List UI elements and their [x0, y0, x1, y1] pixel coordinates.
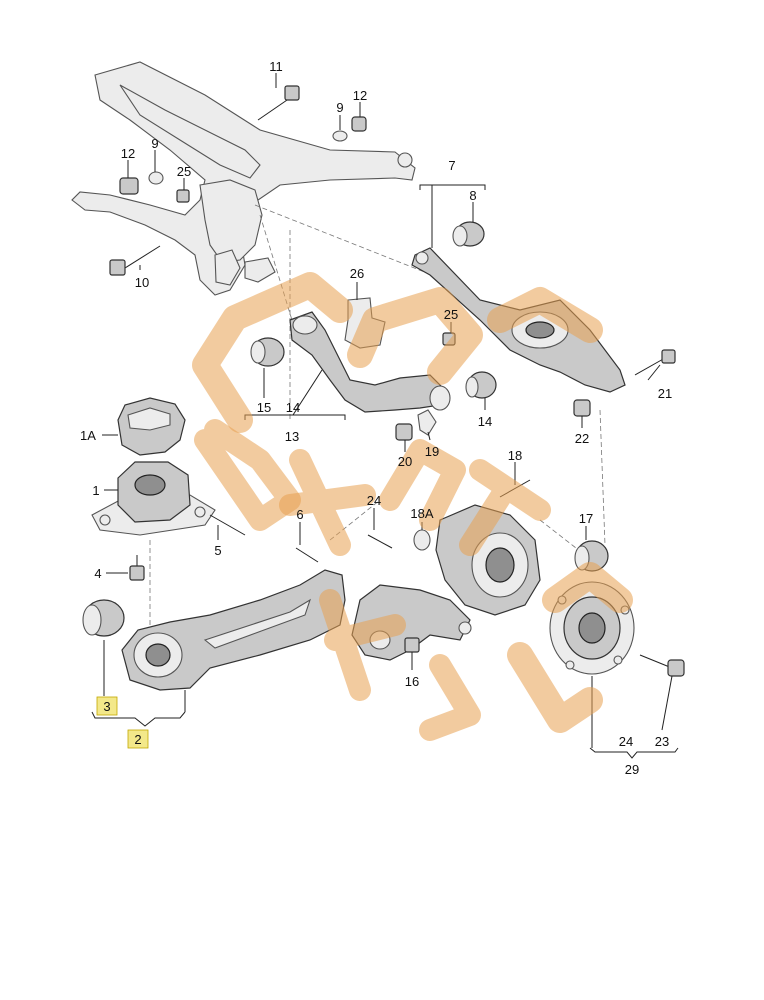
wheel-bearing-housing: [435, 504, 541, 616]
trailing-arm-2: [121, 569, 346, 691]
nut-20: [395, 423, 413, 441]
callout-29: 29: [625, 762, 639, 777]
nut-22: [573, 399, 591, 417]
callout-14-right: 14: [478, 414, 492, 429]
subframe: [71, 61, 416, 296]
seal-18A: [413, 529, 431, 551]
callout-25-left: 25: [177, 164, 191, 179]
callout-6: 6: [296, 507, 303, 522]
callout-1: 1: [92, 483, 99, 498]
callout-2: 2: [134, 732, 141, 747]
callout-26: 26: [350, 266, 364, 281]
callout-5: 5: [214, 543, 221, 558]
washer-9-top: [332, 130, 348, 142]
bolt-10: [109, 245, 161, 276]
bushing-3: [82, 599, 125, 637]
highlight-box-3: [96, 696, 118, 716]
mount-bracket-1: [91, 461, 216, 536]
callout-9-top: 9: [336, 100, 343, 115]
callout-3: 3: [103, 699, 110, 714]
callout-19: 19: [425, 444, 439, 459]
bushing-8: [452, 221, 485, 247]
callout-12-left: 12: [121, 146, 135, 161]
washer-9-left: [148, 171, 164, 185]
callout-12-top: 12: [353, 88, 367, 103]
bushing-15: [250, 337, 285, 367]
bolt-4: [129, 555, 145, 581]
hub-bolt-23: [639, 654, 685, 677]
bolt-24-left: [367, 534, 393, 549]
callout-25-right: 25: [444, 307, 458, 322]
callout-21: 21: [658, 386, 672, 401]
callout-4: 4: [94, 566, 101, 581]
callout-24-right: 24: [619, 734, 633, 749]
callout-23: 23: [655, 734, 669, 749]
callout-20: 20: [398, 454, 412, 469]
callout-8: 8: [469, 188, 476, 203]
clip-19: [417, 409, 437, 436]
highlight-box-2: [127, 729, 149, 749]
bump-stop-1A: [117, 397, 186, 456]
bolt-11: [257, 85, 300, 121]
callout-18A: 18A: [410, 506, 433, 521]
nut-12-top: [351, 116, 367, 132]
callout-15: 15: [257, 400, 271, 415]
callout-9-left: 9: [151, 136, 158, 151]
bolt-16: [404, 637, 420, 653]
bolt-25-left: [176, 189, 190, 203]
callout-24-left: 24: [367, 493, 381, 508]
bolt-5: [209, 514, 246, 536]
callout-22: 22: [575, 431, 589, 446]
callout-14-left: 14: [286, 400, 300, 415]
callout-1A: 1A: [80, 428, 96, 443]
callout-7: 7: [448, 158, 455, 173]
watermark-logo: [192, 272, 633, 741]
callout-13: 13: [285, 429, 299, 444]
bolt-6: [295, 547, 319, 563]
callout-17: 17: [579, 511, 593, 526]
bushing-14-right: [465, 371, 497, 399]
bolt-21: [634, 349, 676, 376]
callout-16: 16: [405, 674, 419, 689]
upper-arm-13: [289, 311, 451, 413]
nut-12-left: [119, 177, 139, 195]
callout-labels: 11 9 12 12 9 25 7 8 10 26 25 21 15 14 13…: [80, 59, 672, 777]
callout-11: 11: [269, 59, 283, 74]
callout-18: 18: [508, 448, 522, 463]
callout-10: 10: [135, 275, 149, 290]
